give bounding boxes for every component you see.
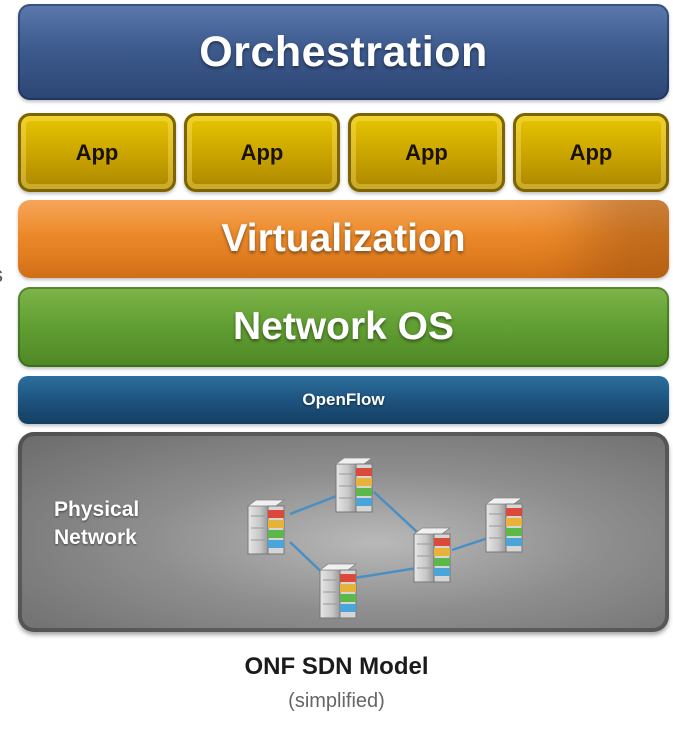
openflow-label: OpenFlow bbox=[302, 390, 385, 409]
physical-label-line1: Physical bbox=[54, 498, 140, 521]
network-topology-graphic bbox=[247, 457, 523, 619]
switch-icon bbox=[413, 527, 451, 583]
virtualization-layer: Virtualization bbox=[18, 200, 669, 278]
network-os-label: Network OS bbox=[232, 305, 455, 348]
diagram-caption-subtitle: (simplified) bbox=[288, 690, 385, 712]
physical-label-line2: Network bbox=[54, 526, 137, 549]
switch-icon bbox=[485, 497, 523, 553]
orchestration-label: Orchestration bbox=[199, 27, 488, 76]
app-box-3: App bbox=[348, 113, 505, 192]
virtualization-label: Virtualization bbox=[221, 217, 466, 260]
network-os-layer: Network OS bbox=[18, 287, 669, 367]
switch-icon bbox=[247, 499, 285, 555]
diagram-caption-title: ONF SDN Model bbox=[244, 653, 429, 680]
openflow-layer: OpenFlow bbox=[18, 376, 669, 424]
switch-icon bbox=[319, 563, 357, 619]
physical-network-layer: Physical Network bbox=[18, 432, 669, 632]
app-label: App bbox=[405, 139, 448, 165]
app-box-4: App bbox=[513, 113, 669, 192]
app-label: App bbox=[240, 139, 284, 165]
app-box-2: App bbox=[184, 113, 340, 192]
orchestration-layer: Orchestration bbox=[18, 4, 669, 100]
app-layer: App App App App bbox=[18, 113, 669, 192]
app-label: App bbox=[75, 139, 119, 165]
app-label: App bbox=[569, 139, 613, 165]
cropped-text-fragment: s bbox=[0, 262, 6, 292]
app-box-1: App bbox=[18, 113, 176, 192]
switch-icon bbox=[335, 457, 373, 513]
